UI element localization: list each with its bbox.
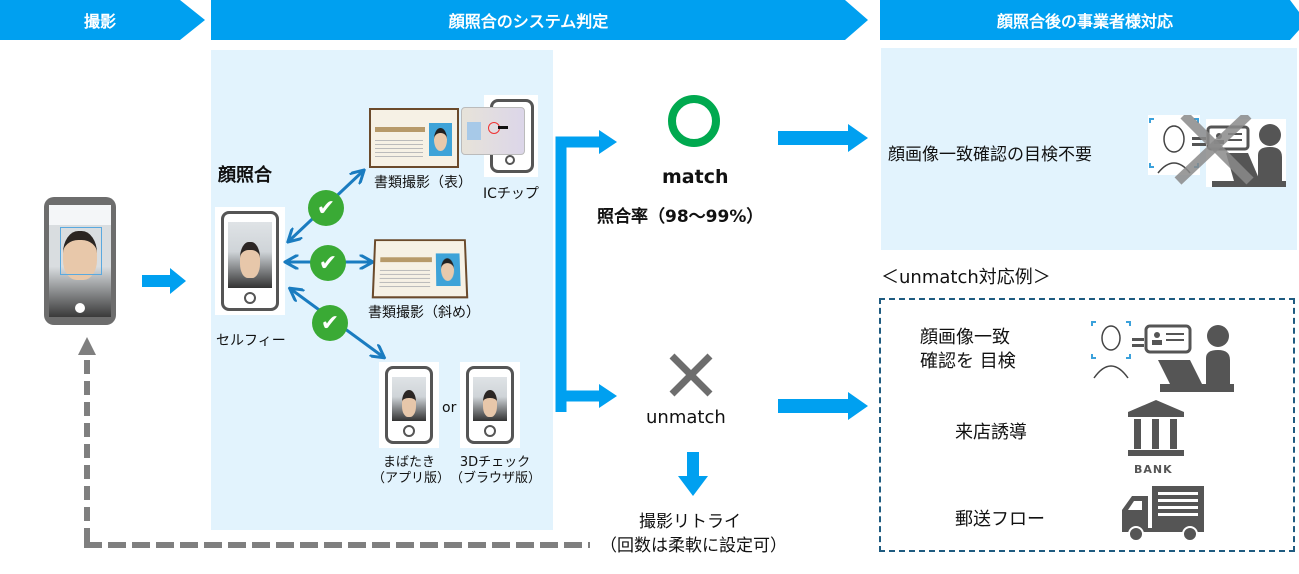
header-step-capture: 撮影 [83, 12, 116, 31]
unmatch-label: unmatch [646, 407, 726, 428]
option-visual-check-line2: 確認を 目検 [920, 351, 1016, 372]
3d-check-label-line2: （ブラウザ版） [450, 471, 542, 486]
option-visual-check-line1: 顔画像一致 [920, 327, 1010, 348]
check-icon: ✔ [310, 245, 346, 281]
retry-label-line2: （回数は柔軟に設定可） [600, 536, 787, 556]
or-label: or [442, 400, 457, 416]
selfie-label: セルフィー [216, 333, 286, 349]
unmatch-heading: ＜unmatch対応例＞ [881, 267, 1051, 288]
header-step-operator: 顔照合後の事業者様対応 [996, 12, 1173, 31]
unmatch-option-mail-flow: 郵送フロー [955, 509, 1045, 530]
match-label: match [662, 166, 729, 188]
visual-check-operator-icon [1091, 321, 1234, 392]
header-step-capture-shape [0, 0, 205, 40]
check-icon: ✔ [308, 190, 344, 226]
retry-label-line1: 撮影リトライ [639, 512, 741, 532]
3d-check-label-line1: 3Dチェック [459, 455, 531, 470]
arrow-capture-to-system [142, 268, 186, 294]
unmatch-option-store-visit: 来店誘導 [955, 422, 1027, 443]
branch-arrow [555, 130, 617, 412]
arrow-unmatch-to-operator [778, 392, 868, 420]
target-label-angle: 書類撮影（斜め） [368, 305, 480, 321]
match-rate-label: 照合率（98〜99%） [597, 207, 764, 227]
blink-app-phone-icon [379, 362, 439, 448]
3d-check-browser-phone-icon [460, 362, 520, 448]
id-card-angle-icon [371, 239, 469, 299]
target-label-front: 書類撮影（表） [374, 175, 472, 191]
unmatch-option-visual-check: 顔画像一致 確認を 目検 [920, 326, 1016, 374]
bank-icon [1128, 400, 1184, 456]
arrow-match-to-operator [778, 124, 868, 152]
header-step-system-shape [211, 0, 868, 40]
face-match-title: 顔照合 [218, 165, 272, 186]
id-card-front-icon [369, 108, 459, 168]
blink-label-line2: （アプリ版） [372, 471, 451, 486]
target-label-ic: ICチップ [483, 186, 539, 202]
ic-card-icon [461, 107, 525, 155]
unmatch-cross-icon [669, 353, 713, 397]
blink-app-label: まばたき （アプリ版） [372, 455, 451, 487]
match-response-text: 顔画像一致確認の目検不要 [888, 145, 1092, 165]
delivery-truck-icon [1122, 486, 1204, 542]
header-chevrons [0, 0, 1299, 40]
bank-icon-text: BANK [1134, 463, 1173, 476]
match-circle-icon [668, 95, 720, 147]
visual-check-not-needed-icon [1148, 115, 1286, 187]
unmatch-options-box [879, 298, 1295, 552]
check-icon: ✔ [312, 305, 348, 341]
blink-label-line1: まばたき [382, 455, 435, 470]
3d-check-label: 3Dチェック （ブラウザ版） [450, 455, 542, 487]
selfie-phone-icon [215, 207, 285, 315]
retry-label: 撮影リトライ （回数は柔軟に設定可） [600, 510, 787, 558]
header-step-operator-shape [880, 0, 1299, 40]
header-step-system: 顔照合のシステム判定 [448, 12, 609, 31]
capture-phone-icon [44, 197, 116, 325]
retry-down-arrow [678, 452, 708, 496]
